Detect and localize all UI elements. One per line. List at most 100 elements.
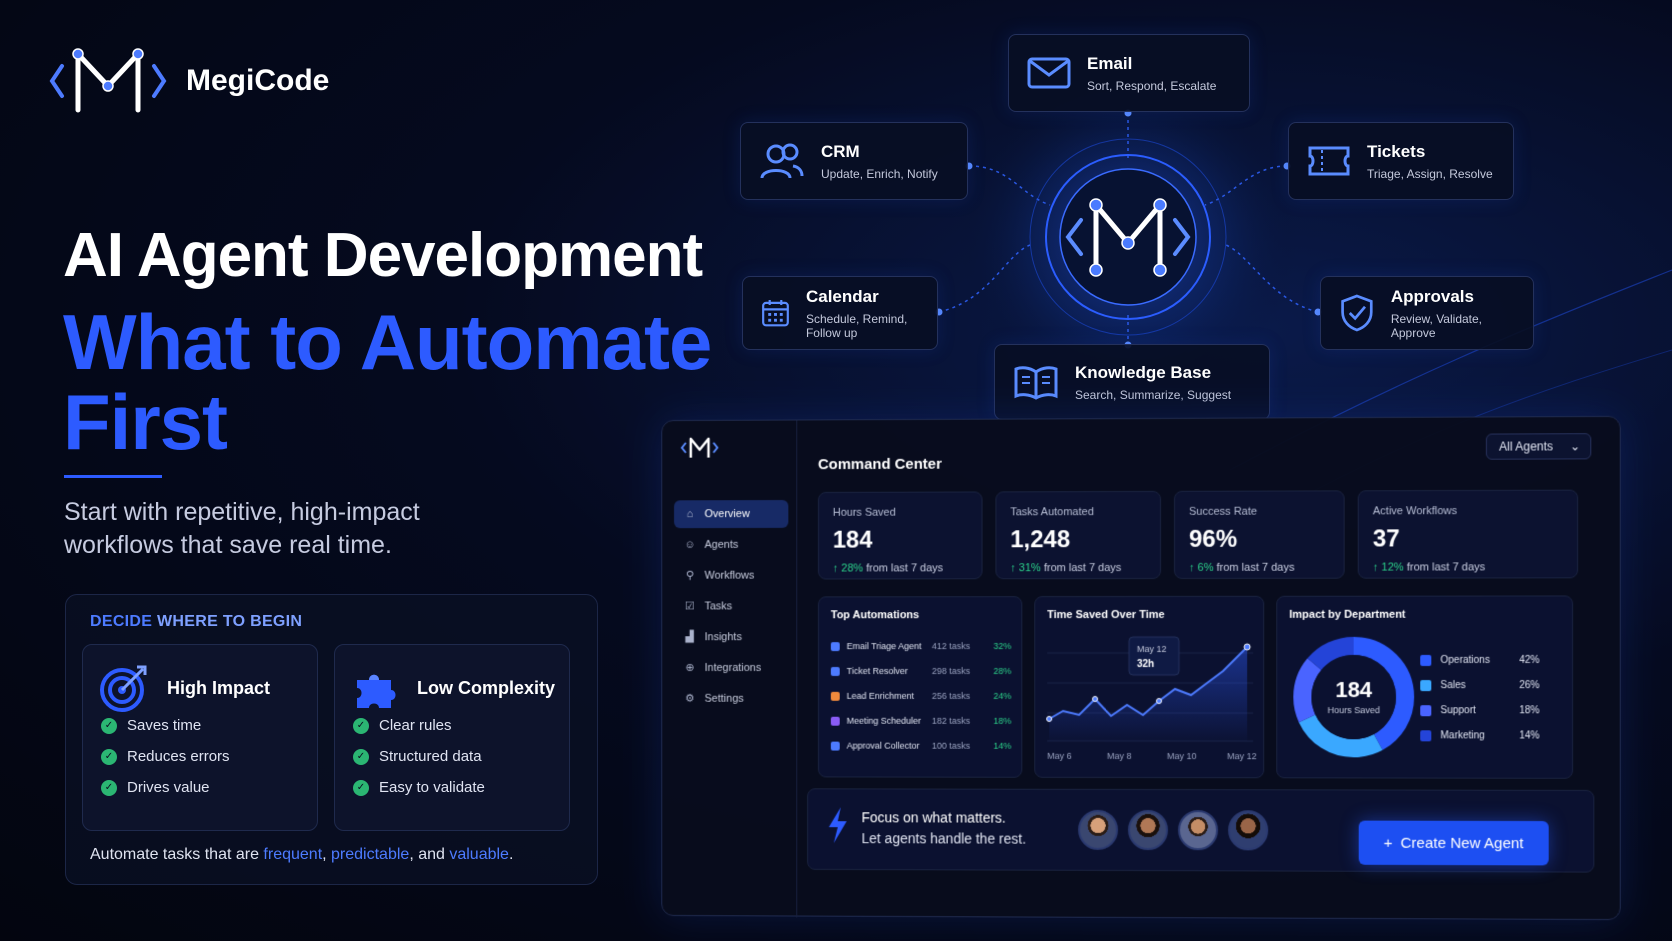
automation-name: Email Triage Agent bbox=[846, 641, 922, 652]
tooltip-value: 32h bbox=[1137, 659, 1154, 670]
sidebar-label: Overview bbox=[704, 508, 750, 521]
avatar bbox=[1178, 810, 1219, 851]
check-icon: ✓ bbox=[101, 779, 117, 796]
panel-title: Top Automations bbox=[830, 609, 920, 622]
legend-swatch bbox=[1420, 654, 1432, 666]
low-complexity-card[interactable]: Low Complexity ✓Clear rules ✓Structured … bbox=[334, 644, 570, 831]
node-subtitle: Update, Enrich, Notify bbox=[821, 166, 938, 181]
headline-accent: What to Automate First bbox=[63, 298, 712, 466]
sidebar-label: Integrations bbox=[704, 662, 762, 674]
checklist-item: ✓Reduces errors bbox=[101, 748, 317, 765]
checklist-item: ✓Saves time bbox=[101, 717, 317, 734]
stat-delta: ↑ 12% from last 7 days bbox=[1373, 561, 1563, 573]
user-icon: ☺ bbox=[684, 539, 696, 551]
footer-text: , bbox=[322, 846, 332, 863]
legend-name: Sales bbox=[1440, 680, 1466, 692]
automation-icon bbox=[830, 741, 840, 751]
stat-delta-value: 6% bbox=[1197, 561, 1214, 574]
lightning-icon bbox=[828, 807, 847, 844]
brand-name: MegiCode bbox=[186, 64, 330, 97]
automation-name: Ticket Resolver bbox=[846, 666, 908, 676]
checklist-text: Structured data bbox=[379, 748, 482, 765]
checklist-text: Clear rules bbox=[379, 717, 452, 734]
footer-highlight: valuable bbox=[449, 846, 509, 863]
legend-swatch bbox=[1420, 705, 1432, 717]
headline-primary: AI Agent Development bbox=[63, 221, 703, 290]
brand[interactable]: MegiCode bbox=[48, 42, 329, 120]
create-new-agent-button[interactable]: +Create New Agent bbox=[1358, 820, 1549, 866]
sidebar-label: Settings bbox=[704, 692, 744, 705]
stat-delta-text: from last 7 days bbox=[1216, 561, 1295, 574]
plus-icon: + bbox=[1383, 834, 1393, 852]
node-title: Calendar bbox=[805, 286, 879, 306]
sidebar-item-overview[interactable]: ⌂Overview bbox=[674, 500, 789, 529]
legend-swatch bbox=[1420, 680, 1432, 692]
node-subtitle: Search, Summarize, Suggest bbox=[1075, 387, 1232, 402]
sidebar-item-insights[interactable]: ▟Insights bbox=[674, 623, 788, 651]
book-icon bbox=[1014, 366, 1058, 400]
x-tick-label: May 8 bbox=[1107, 751, 1131, 761]
footer-highlight: predictable bbox=[331, 846, 410, 863]
sidebar-item-settings[interactable]: ⚙ Settings bbox=[674, 685, 788, 713]
checklist-item: ✓ Clear rules bbox=[353, 717, 569, 734]
agent-filter-select[interactable]: All Agents⌄ bbox=[1485, 433, 1592, 460]
stat-card: Active Workflows 37 ↑ 12% from last 7 da… bbox=[1357, 489, 1579, 579]
chart-icon: ▟ bbox=[685, 631, 694, 644]
high-impact-card[interactable]: High Impact ✓Saves time ✓Reduces errors … bbox=[82, 644, 318, 831]
stat-value: 1,248 bbox=[1010, 526, 1071, 554]
arrow-up-icon: ↑ bbox=[1189, 561, 1198, 574]
legend-name: Support bbox=[1440, 705, 1476, 717]
footer-text: , and bbox=[409, 846, 450, 863]
check-icon: ✓ bbox=[353, 717, 369, 734]
ticket-icon bbox=[1308, 146, 1350, 176]
target-icon bbox=[100, 665, 147, 712]
automation-pct: 24% bbox=[993, 690, 1012, 701]
automation-pct: 14% bbox=[993, 740, 1012, 751]
donut-center-label: Hours Saved bbox=[1328, 705, 1380, 715]
stat-delta-value: 28% bbox=[841, 562, 864, 575]
stat-card: Success Rate 96% ↑ 6% from last 7 days bbox=[1174, 490, 1345, 579]
checklist-text: Saves time bbox=[127, 717, 202, 734]
automation-pct: 32% bbox=[993, 641, 1012, 652]
checklist-item: ✓Drives value bbox=[101, 779, 317, 796]
footer-text: . bbox=[508, 846, 514, 863]
decide-title-a: DECIDE bbox=[90, 613, 153, 630]
gear-icon: ⚙ bbox=[684, 692, 695, 705]
sidebar-item-workflows[interactable]: ⚲Workflows bbox=[674, 562, 788, 590]
sidebar-item-tasks[interactable]: ☑Tasks bbox=[674, 592, 788, 620]
legend-swatch bbox=[1420, 730, 1432, 742]
avatar bbox=[1128, 809, 1168, 851]
dashboard-window: ⌂Overview ☺Agents ⚲Workflows ☑Tasks ▟Ins… bbox=[661, 415, 1621, 921]
stat-value: 96% bbox=[1189, 525, 1238, 553]
stat-label: Success Rate bbox=[1189, 505, 1258, 518]
tooltip-date: May 12 bbox=[1137, 644, 1166, 654]
arrow-up-icon: ↑ bbox=[1372, 561, 1382, 574]
headline-underline bbox=[64, 475, 162, 478]
automation-count: 182 tasks bbox=[931, 715, 971, 726]
puzzle-icon bbox=[357, 674, 396, 708]
sidebar-item-integrations[interactable]: ⊕Integrations bbox=[674, 654, 788, 682]
checklist-item: ✓Easy to validate bbox=[353, 779, 569, 796]
time-saved-panel: Time Saved Over Time May 12 32h May 6 bbox=[1034, 595, 1265, 779]
node-title: Knowledge Base bbox=[1075, 362, 1212, 382]
department-donut: 184 Hours Saved bbox=[1291, 635, 1416, 760]
stat-delta-value: 31% bbox=[1018, 562, 1041, 575]
stat-label: Hours Saved bbox=[832, 506, 896, 519]
sidebar-item-agents[interactable]: ☺Agents bbox=[674, 531, 788, 559]
stat-delta: ↑ 6% from last 7 days bbox=[1189, 562, 1330, 574]
calendar-icon bbox=[762, 299, 789, 327]
